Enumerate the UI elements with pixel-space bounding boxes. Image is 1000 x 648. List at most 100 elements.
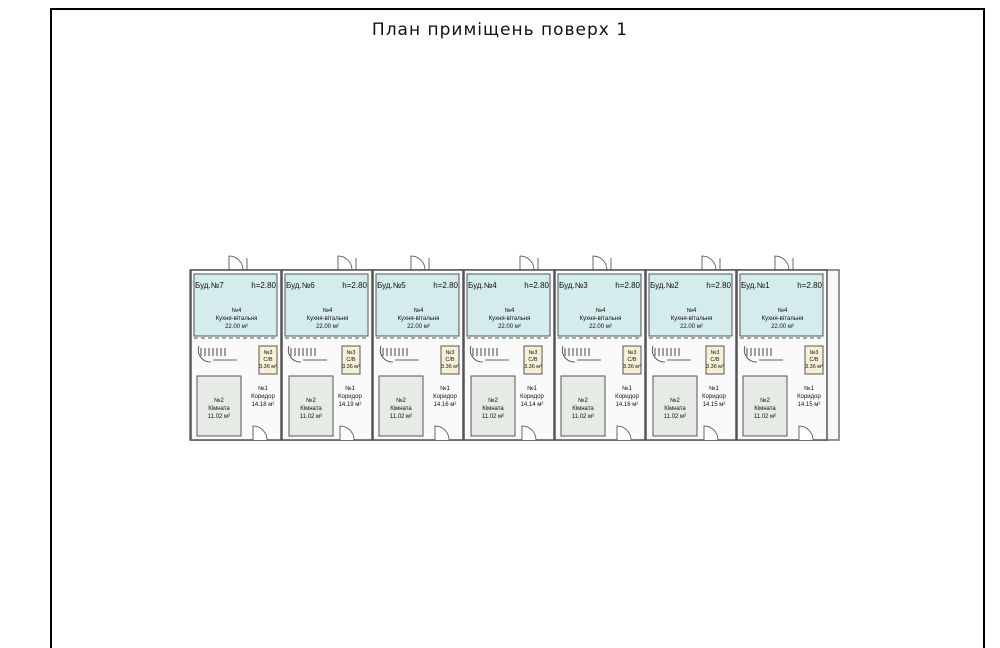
bath-area: 3.36 м² — [441, 364, 459, 370]
corridor-area: 14.15 м² — [798, 402, 821, 408]
corridor-area: 14.19 м² — [339, 402, 362, 408]
bath-area: 3.36 м² — [623, 364, 641, 370]
kitchen-area: 22.00 м² — [407, 324, 430, 330]
kitchen-number: №4 — [596, 307, 606, 314]
stair-arc — [197, 345, 212, 363]
kitchen-name: Кухня-вітальня — [489, 316, 531, 322]
bathroom — [440, 345, 460, 375]
kitchen-number: №4 — [323, 307, 333, 314]
bathroom — [705, 345, 725, 375]
kitchen-number: №4 — [778, 307, 788, 314]
room-name: Кімната — [572, 406, 594, 412]
bathroom — [622, 345, 642, 375]
ceiling-height: h=2.80 — [433, 281, 458, 290]
room-name: Кімната — [208, 406, 230, 412]
kitchen-name: Кухня-вітальня — [398, 316, 440, 322]
room-number: №2 — [760, 397, 770, 404]
room-area: 11.02 м² — [390, 414, 412, 420]
stair-arc — [469, 345, 484, 363]
bath-number: №3 — [264, 350, 273, 356]
room-number: №2 — [488, 397, 498, 404]
kitchen-number: №4 — [505, 307, 515, 314]
room-name: Кімната — [664, 406, 686, 412]
kitchen-name: Кухня-вітальня — [307, 316, 349, 322]
kitchen-name: Кухня-вітальня — [216, 316, 258, 322]
corridor-name: Коридор — [797, 394, 821, 400]
bath-name: С/В — [710, 357, 720, 363]
room-number: №2 — [670, 397, 680, 404]
bath-area: 3.36 м² — [259, 364, 277, 370]
corridor-number: №1 — [345, 385, 355, 392]
kitchen-number: №4 — [687, 307, 697, 314]
corridor-number: №1 — [527, 385, 537, 392]
bath-number: №3 — [628, 350, 637, 356]
bath-name: С/В — [346, 357, 356, 363]
kitchen-zone — [284, 273, 369, 337]
entrance-door — [519, 255, 535, 271]
kitchen-area: 22.00 м² — [589, 324, 612, 330]
kitchen-name: Кухня-вітальня — [762, 316, 804, 322]
ceiling-height: h=2.80 — [342, 281, 367, 290]
room-name: Кімната — [300, 406, 322, 412]
bathroom — [804, 345, 824, 375]
corridor-name: Коридор — [251, 394, 275, 400]
staircase — [743, 345, 783, 363]
entrance-door — [701, 255, 717, 271]
room-area: 11.02 м² — [754, 414, 776, 420]
kitchen-number: №4 — [232, 307, 242, 314]
ceiling-height: h=2.80 — [706, 281, 731, 290]
kitchen-area: 22.00 м² — [316, 324, 339, 330]
corridor-number: №1 — [622, 385, 632, 392]
staircase — [469, 345, 509, 363]
unit-label: Буд.№3 — [559, 281, 588, 290]
bathroom — [258, 345, 278, 375]
corridor-name: Коридор — [615, 394, 639, 400]
entrance-door — [592, 255, 608, 271]
kitchen-area: 22.00 м² — [680, 324, 703, 330]
bath-area: 3.36 м² — [524, 364, 542, 370]
bath-number: №3 — [810, 350, 819, 356]
unit-label: Буд.№7 — [195, 281, 224, 290]
corridor-number: №1 — [440, 385, 450, 392]
bath-name: С/В — [627, 357, 637, 363]
rear-door — [252, 425, 268, 441]
kitchen-area: 22.00 м² — [771, 324, 794, 330]
sheet-frame — [50, 8, 985, 648]
bath-name: С/В — [263, 357, 273, 363]
kitchen-zone — [557, 273, 642, 337]
room-area: 11.02 м² — [664, 414, 686, 420]
room-zone — [470, 375, 516, 437]
corridor-number: №1 — [804, 385, 814, 392]
corridor-name: Коридор — [520, 394, 544, 400]
room-zone — [196, 375, 242, 437]
room-zone — [742, 375, 788, 437]
bath-number: №3 — [529, 350, 538, 356]
room-zone — [652, 375, 698, 437]
room-name: Кімната — [482, 406, 504, 412]
kitchen-name: Кухня-вітальня — [580, 316, 622, 322]
corridor-number: №1 — [258, 385, 268, 392]
corridor-number: №1 — [709, 385, 719, 392]
corridor-area: 14.18 м² — [252, 402, 275, 408]
rear-door — [703, 425, 719, 441]
kitchen-area: 22.00 м² — [225, 324, 248, 330]
corridor-name: Коридор — [338, 394, 362, 400]
stair-arc — [561, 345, 576, 363]
corridor-area: 14.16 м² — [434, 402, 457, 408]
bathroom — [523, 345, 543, 375]
unit-label: Буд.№2 — [650, 281, 679, 290]
kitchen-name: Кухня-вітальня — [671, 316, 713, 322]
entrance-door — [228, 255, 244, 271]
kitchen-zone — [375, 273, 460, 337]
room-area: 11.02 м² — [208, 414, 230, 420]
unit-label: Буд.№6 — [286, 281, 315, 290]
room-number: №2 — [578, 397, 588, 404]
corridor-name: Коридор — [433, 394, 457, 400]
room-number: №2 — [306, 397, 316, 404]
